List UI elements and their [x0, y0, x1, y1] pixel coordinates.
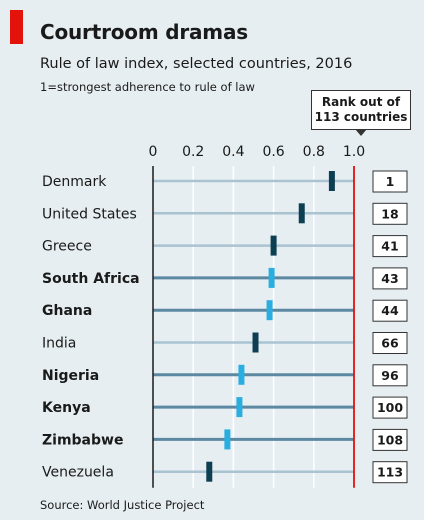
rank-header-line2: 113 countries — [314, 110, 408, 124]
value-marker — [298, 203, 305, 224]
rank-value: 18 — [381, 206, 398, 221]
rank-box — [372, 461, 408, 484]
rank-value: 1 — [386, 174, 395, 189]
rank-box — [372, 202, 408, 225]
chart-title: Courtroom dramas — [40, 20, 248, 44]
x-tick-label: 0.2 — [182, 144, 204, 160]
value-marker — [252, 332, 259, 353]
rank-box — [372, 332, 408, 354]
brand-red-bar — [10, 10, 23, 44]
chart-subtitle: Rule of law index, selected countries, 2… — [40, 56, 353, 72]
rank-header-box: Rank out of 113 countries — [311, 90, 411, 136]
x-tick-label: 0.4 — [222, 144, 244, 160]
country-label: Zimbabwe — [42, 432, 123, 448]
source-note: Source: World Justice Project — [40, 498, 205, 512]
value-marker — [206, 461, 213, 482]
rank-box — [372, 428, 408, 451]
rank-value: 100 — [377, 400, 403, 415]
rank-box — [372, 235, 408, 258]
value-marker — [236, 397, 243, 418]
rank-box — [372, 170, 408, 193]
rank-box — [372, 364, 408, 387]
x-tick-label: 0 — [149, 144, 158, 160]
rank-box — [372, 396, 408, 419]
country-label: Nigeria — [42, 368, 99, 384]
rank-box — [372, 299, 408, 322]
value-marker — [266, 300, 273, 321]
country-label: Venezuela — [42, 465, 114, 481]
country-label: Denmark — [42, 174, 107, 190]
country-label: Ghana — [42, 303, 92, 319]
rank-value: 66 — [381, 336, 399, 351]
country-label: South Africa — [42, 271, 140, 287]
rank-header-line1: Rank out of — [321, 95, 401, 109]
x-tick-label: 0.8 — [303, 144, 325, 160]
rank-value: 108 — [377, 432, 403, 447]
country-label: United States — [42, 206, 137, 222]
country-label: Kenya — [42, 400, 91, 416]
rank-value: 44 — [381, 303, 399, 318]
value-marker — [238, 364, 245, 385]
x-tick-label: 1.0 — [343, 144, 365, 160]
rank-value: 113 — [377, 465, 403, 480]
rank-value: 96 — [381, 368, 399, 383]
rank-value: 43 — [381, 271, 398, 286]
value-marker — [270, 235, 277, 256]
value-marker — [328, 171, 335, 191]
rank-box — [372, 267, 408, 290]
x-tick-label: 0.6 — [262, 144, 284, 160]
value-marker — [268, 267, 275, 288]
chart-note: 1=strongest adherence to rule of law — [40, 80, 255, 94]
country-label: Greece — [42, 239, 92, 255]
country-label: India — [42, 336, 76, 352]
rank-value: 41 — [381, 239, 398, 254]
value-marker — [224, 429, 231, 450]
